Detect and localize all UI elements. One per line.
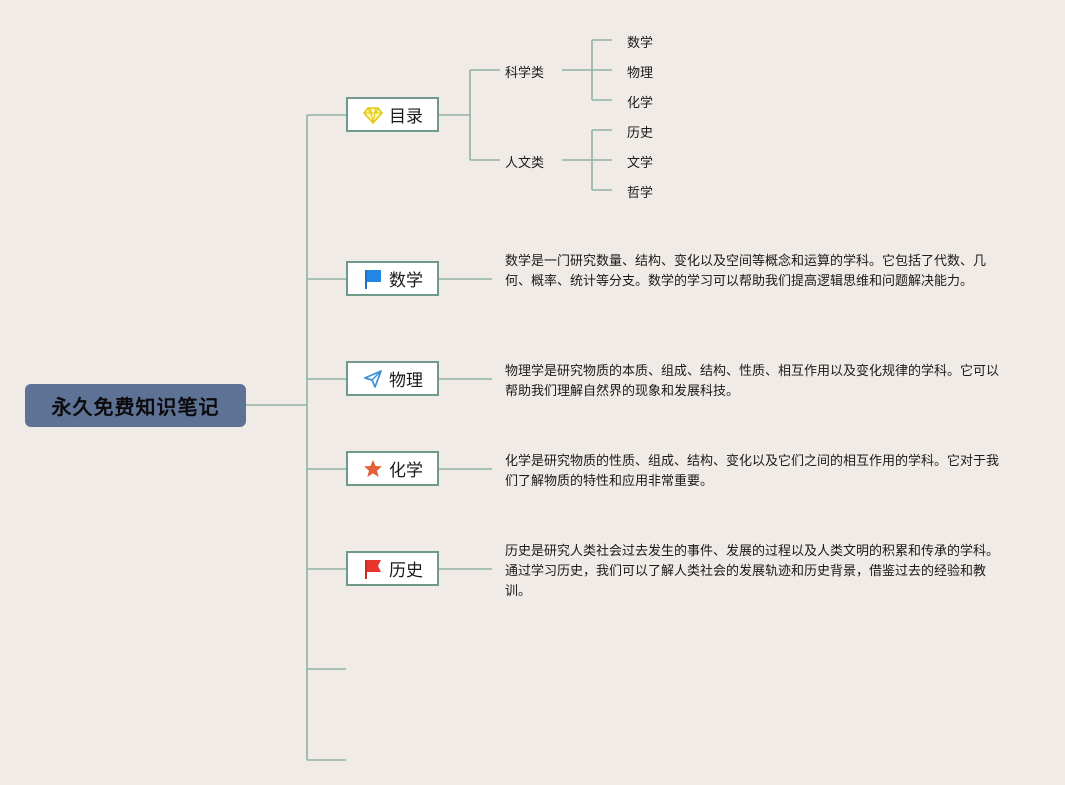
- blue-flag-icon: [362, 268, 384, 290]
- diamond-icon: [362, 104, 384, 126]
- toc-item[interactable]: 历史: [627, 126, 654, 141]
- branch-label: 物理: [389, 371, 423, 391]
- root-topic[interactable]: 永久免费知识笔记: [25, 384, 246, 427]
- toc-item[interactable]: 数学: [627, 36, 654, 51]
- toc-item[interactable]: 文学: [627, 156, 654, 171]
- branch-label: 目录: [389, 107, 423, 127]
- paper-plane-icon: [362, 368, 384, 390]
- toc-group-science[interactable]: 科学类: [505, 66, 545, 81]
- toc-item[interactable]: 物理: [627, 66, 654, 81]
- branch-label: 历史: [389, 561, 423, 581]
- toc-item[interactable]: 化学: [627, 96, 654, 111]
- history-description[interactable]: 历史是研究人类社会过去发生的事件、发展的过程以及人类文明的积累和传承的学科。通过…: [505, 544, 1000, 599]
- branch-chemistry[interactable]: 化学: [346, 451, 439, 486]
- star-icon: [362, 458, 384, 480]
- physics-description[interactable]: 物理学是研究物质的本质、组成、结构、性质、相互作用以及变化规律的学科。它可以帮助…: [505, 364, 1000, 399]
- toc-item[interactable]: 哲学: [627, 186, 654, 201]
- branch-label: 化学: [389, 461, 423, 481]
- toc-group-humanities[interactable]: 人文类: [505, 156, 545, 171]
- branch-toc[interactable]: 目录: [346, 97, 439, 132]
- red-flag-icon: [362, 558, 384, 580]
- branch-label: 数学: [389, 271, 423, 291]
- branch-history[interactable]: 历史: [346, 551, 439, 586]
- branch-math[interactable]: 数学: [346, 261, 439, 296]
- math-description[interactable]: 数学是一门研究数量、结构、变化以及空间等概念和运算的学科。它包括了代数、几何、概…: [505, 254, 987, 289]
- root-title: 永久免费知识笔记: [51, 395, 220, 419]
- branch-physics[interactable]: 物理: [346, 361, 439, 396]
- chemistry-description[interactable]: 化学是研究物质的性质、组成、结构、变化以及它们之间的相互作用的学科。它对于我们了…: [505, 454, 1000, 489]
